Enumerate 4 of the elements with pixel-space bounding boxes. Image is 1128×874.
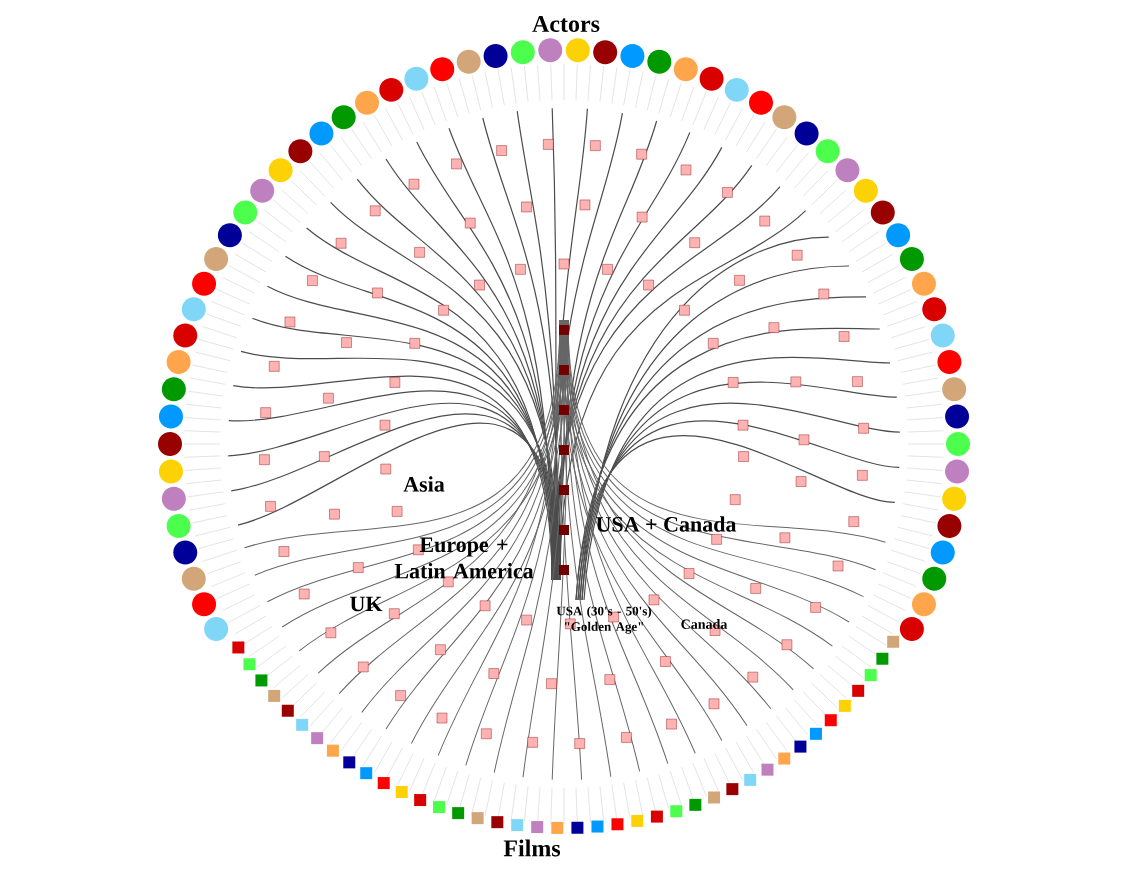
axis-label: Actors (532, 15, 600, 32)
region-label: UK (350, 596, 383, 612)
region-label: Asia (403, 476, 445, 492)
axis-label: Films (503, 839, 561, 857)
